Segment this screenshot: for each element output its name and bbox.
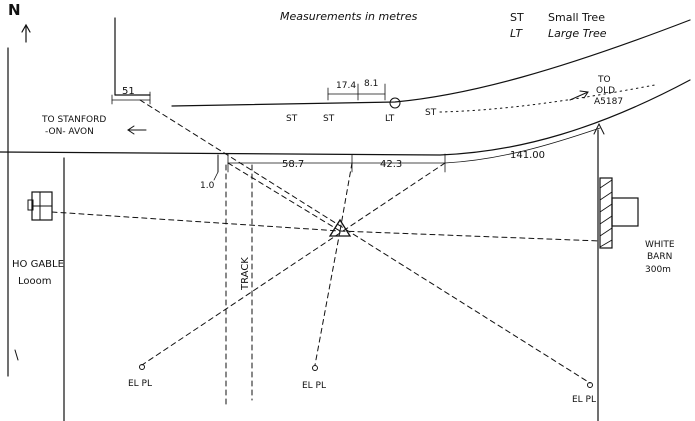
leader-line-1-0 [213, 171, 219, 181]
to-old-label-line3: A5187 [594, 97, 623, 107]
north-label: N [8, 1, 21, 19]
measure-1-0: 1.0 [200, 181, 215, 191]
electric-pole-icon-mid [312, 365, 318, 371]
boundary-arrow-icon [593, 122, 605, 135]
large-tree-icon [389, 97, 401, 109]
road-north-verge [439, 84, 656, 113]
measure-42-3: 42.3 [380, 159, 402, 170]
measure-17-4: 17.4 [336, 81, 356, 91]
road-north-edge [171, 19, 691, 107]
tree-mark-small-3: ST [425, 108, 437, 118]
to-old-label-line1: TO [597, 75, 611, 85]
electric-pole-icon-left [139, 364, 145, 370]
white-barn-label-line1: WHITE [645, 240, 675, 250]
white-barn-label-line2: BARN [647, 252, 672, 262]
left-mark [14, 349, 19, 361]
legend-code-st: ST [510, 11, 524, 24]
ho-gable-label-line2: Looom [18, 276, 52, 287]
legend-meaning-large-tree: Large Tree [548, 27, 607, 40]
legend-meaning-small-tree: Small Tree [548, 11, 605, 24]
legend-code-lt: LT [510, 27, 523, 40]
to-stanford-label-line2: -ON- AVON [45, 127, 94, 137]
eastward-arrow-icon [569, 90, 589, 101]
westward-arrow-icon [127, 125, 147, 135]
measure-58-7: 58.7 [282, 159, 304, 170]
sight-lines [51, 99, 601, 384]
tree-mark-small-2: ST [323, 114, 335, 124]
survey-station-triangle-icon [328, 218, 352, 237]
tree-mark-small-1: ST [286, 114, 298, 124]
tree-mark-large: LT [385, 114, 395, 124]
electric-pole-label-right: EL PL [572, 395, 596, 405]
measure-8-1: 8.1 [364, 79, 378, 89]
to-old-label-line2: OLD [596, 86, 615, 96]
electric-pole-label-left: EL PL [128, 379, 152, 389]
electric-pole-label-mid: EL PL [302, 381, 326, 391]
white-barn-icon [599, 177, 639, 249]
measure-51: 51 [122, 86, 135, 97]
ho-gable-label-line1: HO GABLE [12, 259, 64, 270]
house-gable-icon [27, 191, 53, 221]
electric-pole-icon-right [587, 382, 593, 388]
white-barn-label-line3: 300m [645, 265, 671, 275]
road-south-edge [0, 79, 691, 156]
measurement-units-heading: Measurements in metres [280, 10, 418, 23]
north-arrow-icon [21, 23, 31, 43]
to-stanford-label-line1: TO STANFORD [41, 115, 106, 125]
measure-141-00: 141.00 [510, 150, 545, 161]
baseline-dimension-curve [444, 127, 601, 164]
track-label: TRACK [240, 257, 251, 291]
